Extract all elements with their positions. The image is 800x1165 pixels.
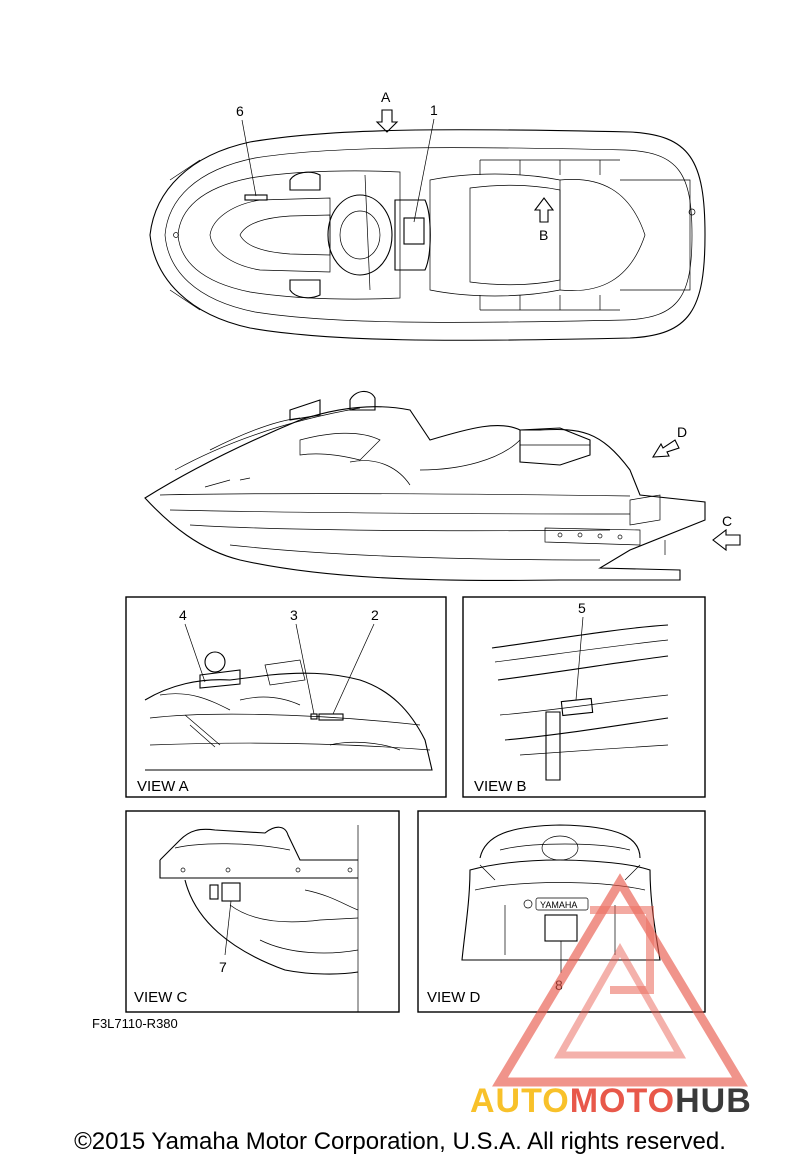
top-view-watercraft: [149, 129, 706, 341]
part-code: F3L7110-R380: [92, 1016, 178, 1031]
view-arrow-b-label: B: [539, 227, 548, 243]
svg-text:2: 2: [371, 607, 379, 623]
view-d-label: VIEW D: [427, 989, 481, 1006]
svg-text:5: 5: [578, 600, 586, 616]
svg-text:3: 3: [290, 607, 298, 623]
callout-7: 7: [219, 900, 232, 975]
automotohub-logo: [492, 873, 748, 1087]
callout-3: 3: [290, 607, 315, 715]
callout-5: 5: [575, 600, 586, 701]
view-c-panel: [125, 810, 400, 1013]
svg-text:6: 6: [236, 103, 244, 119]
view-arrow-a: A: [375, 89, 399, 133]
view-a-panel: [125, 596, 447, 798]
view-arrow-a-label: A: [381, 89, 391, 105]
side-view-watercraft: [144, 390, 706, 582]
yamaha-badge-text: YAMAHA: [540, 900, 577, 910]
view-c-label: VIEW C: [134, 989, 188, 1006]
callout-1: 1: [413, 102, 438, 223]
callout-4: 4: [179, 607, 206, 683]
callout-6: 6: [236, 103, 257, 197]
view-arrow-c: C: [712, 513, 741, 552]
view-arrow-b: B: [533, 197, 555, 243]
view-a-label: VIEW A: [137, 778, 189, 795]
svg-text:1: 1: [430, 102, 438, 118]
svg-text:7: 7: [219, 959, 227, 975]
view-arrow-d: D: [651, 424, 687, 458]
copyright-notice: ©2015 Yamaha Motor Corporation, U.S.A. A…: [74, 1128, 726, 1155]
view-arrow-c-label: C: [722, 513, 732, 529]
automotohub-wordmark: AUTOMOTOHUB: [470, 1082, 752, 1120]
view-b-label: VIEW B: [474, 778, 527, 795]
view-b-panel: [462, 596, 706, 798]
callout-2: 2: [332, 607, 379, 715]
view-arrow-d-label: D: [677, 424, 687, 440]
svg-text:4: 4: [179, 607, 187, 623]
